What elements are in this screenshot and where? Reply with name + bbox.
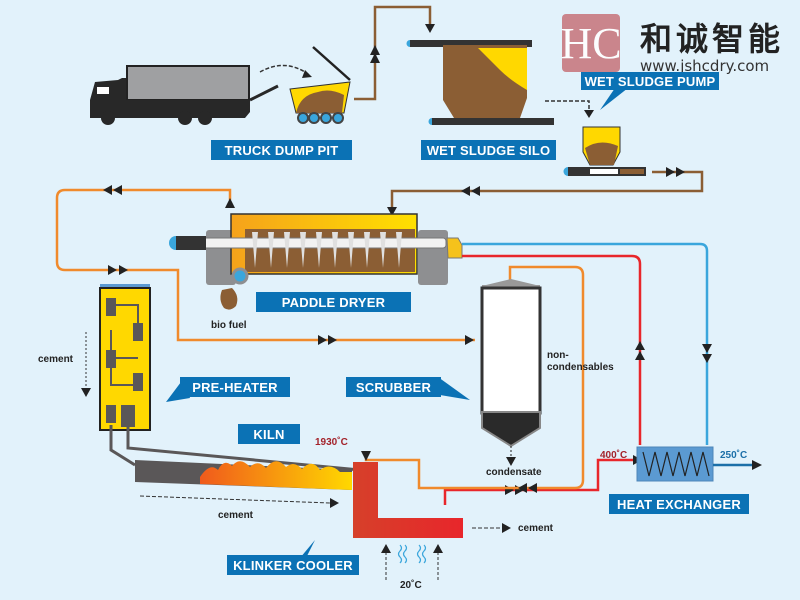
label-pre-heater: PRE-HEATER [180,377,290,397]
condensate-text: condensate [486,467,542,478]
dump-arrow [259,64,309,75]
paddle-dryer [169,213,463,285]
label-heat-exchanger: HEAT EXCHANGER [609,494,749,514]
cement-text-kiln: cement [218,510,254,521]
label-truck-dump-pit: TRUCK DUMP PIT [211,140,352,160]
company-logo: HC [560,14,622,72]
klinker-cooler [353,462,511,580]
label-klinker-cooler: KLINKER COOLER [227,555,359,575]
brand-name: 和诚智能 [640,20,785,58]
temp-kiln: 1930˚C [315,437,348,448]
wet-sludge-silo [406,40,554,125]
temp-air-in: 20˚C [400,580,422,591]
hot-line-up [462,254,642,445]
dryer-paddles [252,232,402,268]
pre-heater [81,284,361,472]
temp-heat-out: 250˚C [720,450,748,461]
truck-dump-pit [289,46,351,124]
gas-loop-line [55,188,475,342]
kiln [135,460,352,508]
scrubber [361,265,585,493]
label-wet-sludge-pump: WET SLUDGE PUMP [581,72,719,90]
logo-mark: HC [560,18,622,68]
cool-line [462,242,709,445]
label-paddle-dryer: PADDLE DRYER [256,292,411,312]
cement-text-preheater: cement [38,354,74,365]
sludge-line-pump-to-dryer [390,170,704,210]
wet-sludge-pump [563,126,646,176]
bio-fuel-icon [220,288,238,310]
label-scrubber: SCRUBBER [346,377,441,397]
hot-line-to-exchanger [443,458,640,505]
air-wave-icon [397,544,427,564]
temp-heat-in: 400˚C [600,450,628,461]
brand-url: www.jshcdry.com [640,57,770,75]
non-condensables-text-2: condensables [547,362,614,373]
label-kiln: KILN [238,424,300,444]
bio-fuel-text: bio fuel [211,320,247,331]
sludge-line-pit-to-silo [354,5,432,101]
cement-text-cooler: cement [518,523,554,534]
label-wet-sludge-silo: WET SLUDGE SILO [421,140,556,160]
non-condensables-text-1: non- [547,350,569,361]
truck [90,65,279,125]
